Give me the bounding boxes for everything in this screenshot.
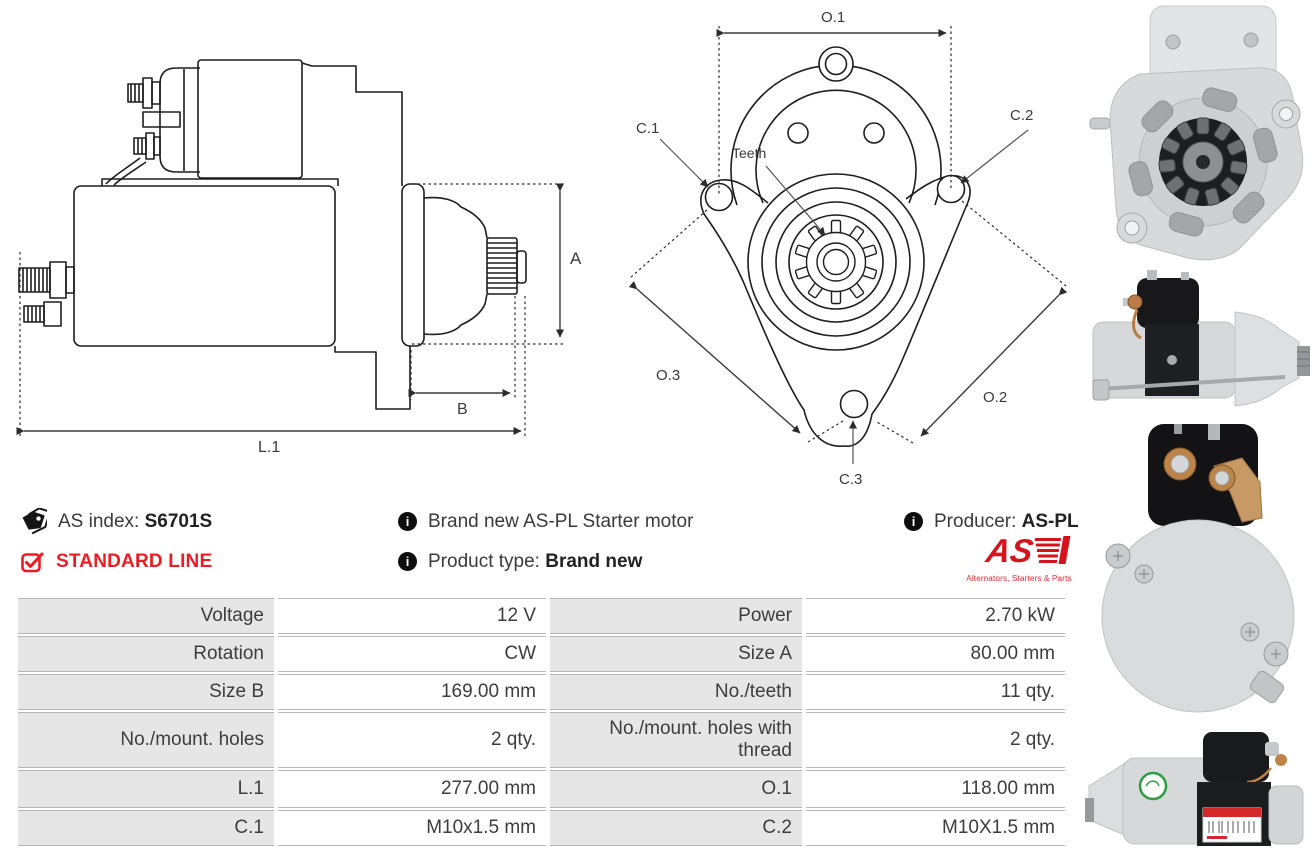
dim-label-o2: O.2 — [983, 389, 1007, 406]
starter-side-outline — [18, 59, 527, 410]
tag-icon — [22, 508, 47, 535]
producer-row: i Producer: AS-PL — [904, 508, 1079, 535]
spec-label: No./mount. holes — [18, 712, 274, 768]
spec-label: C.1 — [18, 810, 274, 846]
description-row: i Brand new AS-PL Starter motor — [398, 508, 693, 535]
as-pl-logo-icon: AS — [982, 533, 1071, 570]
product-type-value: Brand new — [545, 550, 643, 572]
spec-label: L.1 — [18, 770, 274, 808]
spec-value: M10X1.5 mm — [806, 810, 1065, 846]
spec-label: Rotation — [18, 636, 274, 672]
dim-label-c2: C.2 — [1010, 107, 1033, 124]
spec-label: Size B — [18, 674, 274, 710]
dim-label-b: B — [457, 401, 468, 418]
dim-label-o3: O.3 — [656, 367, 680, 384]
front-view-dimension-lines — [628, 26, 1068, 464]
logo-text: AS — [982, 533, 1035, 569]
spec-value: M10x1.5 mm — [278, 810, 546, 846]
as-pl-logo: AS Alternators, Starters & Parts — [956, 533, 1082, 583]
spec-value: 11 qty. — [806, 674, 1065, 710]
side-view-dimension-lines — [16, 183, 566, 438]
logo-tagline: Alternators, Starters & Parts — [966, 574, 1072, 583]
starter-front-outline — [700, 46, 971, 447]
dim-label-c3: C.3 — [839, 471, 862, 488]
side-view-drawing: A B L.1 — [0, 0, 600, 470]
info-icon: i — [398, 512, 417, 531]
as-index-row: AS index: S6701S — [20, 508, 212, 535]
spec-label: Voltage — [18, 598, 274, 634]
checkbox-checked-icon — [21, 552, 44, 573]
dim-label-l1: L.1 — [258, 439, 280, 456]
product-photo-labeled-side-view — [1085, 724, 1309, 860]
product-photo-rear-view — [1090, 424, 1308, 725]
spec-value: CW — [278, 636, 546, 672]
product-photo-front-view — [1088, 2, 1308, 269]
spec-value: 2.70 kW — [806, 598, 1065, 634]
spec-value: 80.00 mm — [806, 636, 1065, 672]
product-type-label: Product type: — [428, 550, 540, 572]
dim-label-c1: C.1 — [636, 120, 659, 137]
spec-value: 169.00 mm — [278, 674, 546, 710]
product-description: Brand new AS-PL Starter motor — [428, 510, 694, 532]
spec-value: 2 qty. — [278, 712, 546, 768]
spec-label: No./mount. holes with thread — [550, 712, 802, 768]
dim-label-o1: O.1 — [821, 9, 845, 26]
front-view-drawing: O.1 C.1 C.2 Teeth O.3 O.2 C.3 — [600, 0, 1100, 500]
spec-value: 277.00 mm — [278, 770, 546, 808]
as-index-value: S6701S — [144, 510, 213, 532]
spec-value: 118.00 mm — [806, 770, 1065, 808]
product-type-row: i Product type: Brand new — [398, 548, 642, 575]
teeth-label: Teeth — [732, 145, 766, 161]
spec-label: No./teeth — [550, 674, 802, 710]
as-index-label: AS index: — [58, 510, 140, 532]
spec-label: C.2 — [550, 810, 802, 846]
producer-value: AS-PL — [1021, 510, 1079, 532]
standard-line-badge: STANDARD LINE — [56, 550, 213, 572]
spec-value: 2 qty. — [806, 712, 1065, 768]
spec-label: Size A — [550, 636, 802, 672]
spec-value: 12 V — [278, 598, 546, 634]
info-icon: i — [398, 552, 417, 571]
spec-label: Power — [550, 598, 802, 634]
spec-label: O.1 — [550, 770, 802, 808]
dim-label-a: A — [570, 249, 582, 268]
standard-line-row: STANDARD LINE — [20, 548, 212, 575]
spec-table: Voltage 12 V Power 2.70 kW Rotation CW S… — [18, 598, 1065, 846]
product-photo-side-view — [1085, 268, 1312, 425]
info-icon: i — [904, 512, 923, 531]
producer-label: Producer: — [934, 510, 1017, 532]
